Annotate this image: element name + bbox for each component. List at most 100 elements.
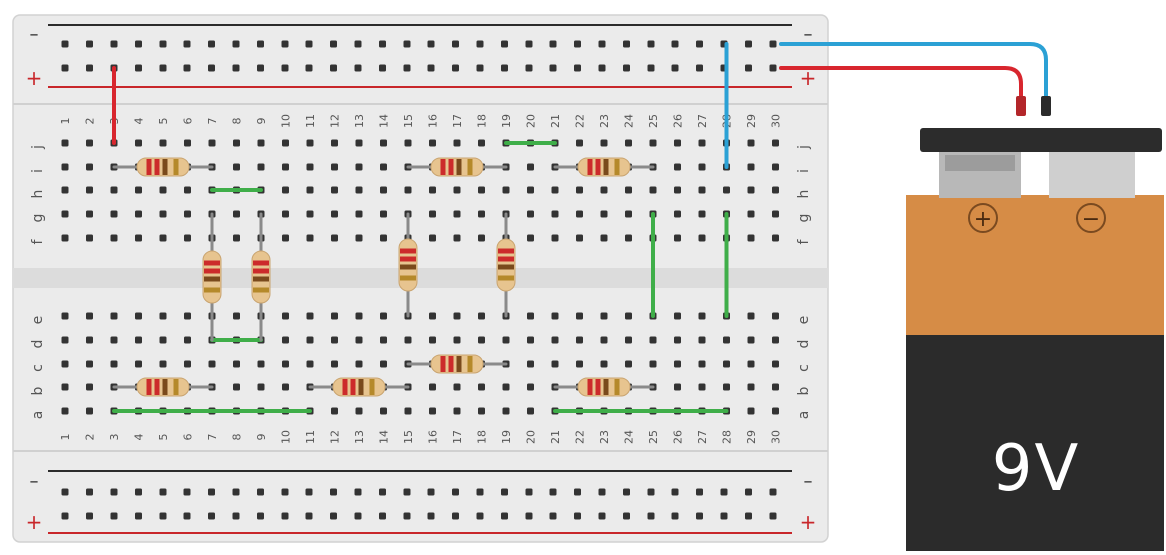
- bottom-plus-rail-hole[interactable]: [110, 512, 118, 520]
- hole-h-22[interactable]: [576, 186, 583, 194]
- bottom-plus-rail-hole[interactable]: [452, 512, 459, 520]
- hole-d-22[interactable]: [576, 336, 583, 344]
- hole-e-16[interactable]: [429, 312, 436, 320]
- top-minus-rail-hole[interactable]: [281, 40, 289, 48]
- hole-e-5[interactable]: [159, 312, 167, 320]
- hole-c-25[interactable]: [649, 360, 657, 368]
- hole-g-22[interactable]: [576, 210, 583, 218]
- hole-d-6[interactable]: [184, 336, 191, 344]
- bottom-plus-rail-hole[interactable]: [159, 512, 167, 520]
- bottom-minus-rail-hole[interactable]: [647, 488, 655, 496]
- hole-i-12[interactable]: [331, 163, 338, 171]
- hole-j-27[interactable]: [698, 139, 706, 147]
- hole-d-10[interactable]: [282, 336, 289, 344]
- hole-i-26[interactable]: [674, 163, 681, 171]
- hole-i-27[interactable]: [698, 163, 706, 171]
- bottom-minus-rail-hole[interactable]: [501, 488, 508, 496]
- top-plus-rail-hole[interactable]: [427, 64, 435, 72]
- top-minus-rail-hole[interactable]: [159, 40, 167, 48]
- top-plus-rail-hole[interactable]: [501, 64, 508, 72]
- hole-d-3[interactable]: [110, 336, 118, 344]
- bottom-plus-rail-hole[interactable]: [696, 512, 703, 520]
- bottom-plus-rail-hole[interactable]: [135, 512, 142, 520]
- hole-c-14[interactable]: [380, 360, 387, 368]
- bottom-plus-rail-hole[interactable]: [61, 512, 69, 520]
- hole-h-24[interactable]: [625, 186, 632, 194]
- bottom-minus-rail-hole[interactable]: [208, 488, 215, 496]
- bottom-minus-rail-hole[interactable]: [159, 488, 167, 496]
- top-minus-rail-hole[interactable]: [135, 40, 142, 48]
- hole-e-22[interactable]: [576, 312, 583, 320]
- top-plus-rail-hole[interactable]: [745, 64, 752, 72]
- top-plus-rail-hole[interactable]: [208, 64, 215, 72]
- bottom-plus-rail-hole[interactable]: [379, 512, 386, 520]
- hole-c-20[interactable]: [527, 360, 534, 368]
- bottom-minus-rail-hole[interactable]: [525, 488, 533, 496]
- top-minus-rail-hole[interactable]: [110, 40, 118, 48]
- hole-a-16[interactable]: [429, 407, 436, 415]
- bottom-plus-rail-hole[interactable]: [647, 512, 655, 520]
- hole-a-2[interactable]: [86, 407, 93, 415]
- hole-e-4[interactable]: [135, 312, 142, 320]
- bottom-plus-rail-hole[interactable]: [427, 512, 435, 520]
- bottom-minus-rail-hole[interactable]: [574, 488, 581, 496]
- hole-e-24[interactable]: [625, 312, 632, 320]
- hole-e-11[interactable]: [306, 312, 314, 320]
- hole-j-5[interactable]: [159, 139, 167, 147]
- hole-e-13[interactable]: [355, 312, 363, 320]
- hole-g-10[interactable]: [282, 210, 289, 218]
- hole-h-21[interactable]: [551, 186, 559, 194]
- hole-h-20[interactable]: [527, 186, 534, 194]
- top-plus-rail-hole[interactable]: [257, 64, 264, 72]
- hole-e-12[interactable]: [331, 312, 338, 320]
- hole-j-22[interactable]: [576, 139, 583, 147]
- hole-f-8[interactable]: [233, 234, 240, 242]
- hole-j-4[interactable]: [135, 139, 142, 147]
- hole-b-20[interactable]: [527, 383, 534, 391]
- hole-g-21[interactable]: [551, 210, 559, 218]
- hole-j-11[interactable]: [306, 139, 314, 147]
- hole-f-24[interactable]: [625, 234, 632, 242]
- hole-c-6[interactable]: [184, 360, 191, 368]
- hole-g-26[interactable]: [674, 210, 681, 218]
- bottom-plus-rail-hole[interactable]: [574, 512, 581, 520]
- hole-g-17[interactable]: [453, 210, 461, 218]
- bottom-minus-rail-hole[interactable]: [305, 488, 313, 496]
- hole-j-23[interactable]: [600, 139, 608, 147]
- hole-e-2[interactable]: [86, 312, 93, 320]
- top-minus-rail-hole[interactable]: [623, 40, 630, 48]
- hole-j-15[interactable]: [404, 139, 412, 147]
- bottom-plus-rail-hole[interactable]: [769, 512, 777, 520]
- top-minus-rail-hole[interactable]: [769, 40, 777, 48]
- hole-a-20[interactable]: [527, 407, 534, 415]
- hole-j-2[interactable]: [86, 139, 93, 147]
- hole-d-12[interactable]: [331, 336, 338, 344]
- top-plus-rail-hole[interactable]: [549, 64, 557, 72]
- hole-j-25[interactable]: [649, 139, 657, 147]
- hole-d-2[interactable]: [86, 336, 93, 344]
- hole-i-20[interactable]: [527, 163, 534, 171]
- bottom-plus-rail-hole[interactable]: [86, 512, 93, 520]
- hole-c-24[interactable]: [625, 360, 632, 368]
- hole-f-14[interactable]: [380, 234, 387, 242]
- hole-g-30[interactable]: [772, 210, 779, 218]
- hole-a-19[interactable]: [502, 407, 510, 415]
- hole-d-11[interactable]: [306, 336, 314, 344]
- hole-f-23[interactable]: [600, 234, 608, 242]
- hole-b-9[interactable]: [257, 383, 265, 391]
- top-plus-rail-hole[interactable]: [452, 64, 459, 72]
- hole-b-10[interactable]: [282, 383, 289, 391]
- hole-e-10[interactable]: [282, 312, 289, 320]
- hole-j-30[interactable]: [772, 139, 779, 147]
- hole-a-29[interactable]: [747, 407, 755, 415]
- hole-e-18[interactable]: [478, 312, 485, 320]
- hole-f-6[interactable]: [184, 234, 191, 242]
- resistor-h6[interactable]: [406, 354, 508, 374]
- bottom-plus-rail-hole[interactable]: [720, 512, 728, 520]
- hole-d-21[interactable]: [551, 336, 559, 344]
- hole-i-13[interactable]: [355, 163, 363, 171]
- top-minus-rail-hole[interactable]: [183, 40, 191, 48]
- hole-d-25[interactable]: [649, 336, 657, 344]
- top-minus-rail-hole[interactable]: [330, 40, 337, 48]
- hole-e-6[interactable]: [184, 312, 191, 320]
